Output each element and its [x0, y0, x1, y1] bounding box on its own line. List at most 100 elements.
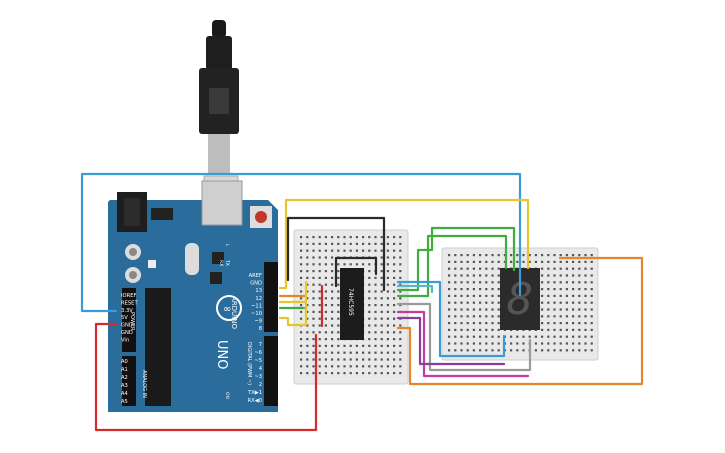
- breadboard-hole: [368, 372, 371, 375]
- breadboard-hole: [516, 335, 519, 338]
- breadboard-hole: [584, 260, 587, 263]
- breadboard-hole: [559, 342, 562, 345]
- breadboard-hole: [466, 328, 469, 331]
- board-model: UNO: [214, 340, 229, 369]
- breadboard-hole: [349, 351, 352, 354]
- breadboard-hole: [312, 283, 315, 286]
- breadboard-hole: [386, 236, 389, 239]
- breadboard-hole: [479, 328, 482, 331]
- breadboard-hole: [312, 310, 315, 313]
- breadboard-hole: [374, 372, 377, 375]
- breadboard-hole: [553, 315, 556, 318]
- breadboard-hole: [374, 236, 377, 239]
- breadboard-hole: [590, 260, 593, 263]
- breadboard-hole: [578, 254, 581, 257]
- breadboard-hole: [386, 304, 389, 307]
- breadboard-hole: [399, 324, 402, 327]
- breadboard-hole: [584, 335, 587, 338]
- breadboard-hole: [374, 304, 377, 307]
- breadboard-hole: [559, 294, 562, 297]
- breadboard-hole: [380, 304, 383, 307]
- breadboard-hole: [368, 297, 371, 300]
- breadboard-hole: [547, 308, 550, 311]
- breadboard-hole: [448, 281, 451, 284]
- breadboard-hole: [472, 260, 475, 263]
- breadboard-hole: [565, 260, 568, 263]
- breadboard-hole: [559, 315, 562, 318]
- breadboard-hole: [572, 274, 575, 277]
- breadboard-hole: [306, 270, 309, 273]
- breadboard-hole: [306, 263, 309, 266]
- pin-label: A4: [121, 391, 129, 397]
- breadboard-hole: [485, 254, 488, 257]
- breadboard-hole: [497, 308, 500, 311]
- breadboard-hole: [331, 324, 334, 327]
- breadboard-hole: [472, 308, 475, 311]
- breadboard-hole: [386, 344, 389, 347]
- breadboard-hole: [590, 315, 593, 318]
- breadboard-hole: [331, 283, 334, 286]
- breadboard-hole: [572, 301, 575, 304]
- breadboard-hole: [553, 322, 556, 325]
- breadboard-hole: [497, 322, 500, 325]
- breadboard-hole: [541, 301, 544, 304]
- breadboard-hole: [393, 236, 396, 239]
- breadboard-hole: [553, 328, 556, 331]
- breadboard-hole: [393, 310, 396, 313]
- breadboard-hole: [466, 267, 469, 270]
- breadboard-hole: [553, 308, 556, 311]
- breadboard-hole: [497, 260, 500, 263]
- breadboard-hole: [454, 254, 457, 257]
- breadboard-hole: [516, 260, 519, 263]
- breadboard-hole: [324, 338, 327, 341]
- breadboard-hole: [497, 274, 500, 277]
- breadboard-hole: [572, 328, 575, 331]
- breadboard-hole: [374, 290, 377, 293]
- breadboard-hole: [318, 270, 321, 273]
- breadboard-hole: [460, 322, 463, 325]
- breadboard-hole: [460, 294, 463, 297]
- breadboard-hole: [590, 274, 593, 277]
- breadboard-hole: [380, 256, 383, 259]
- breadboard-hole: [460, 315, 463, 318]
- breadboard-hole: [466, 294, 469, 297]
- breadboard-hole: [386, 297, 389, 300]
- breadboard-hole: [337, 276, 340, 279]
- wire-yellow-gnd: [278, 198, 530, 290]
- pin-label: ~3: [254, 374, 262, 380]
- breadboard-hole: [572, 349, 575, 352]
- breadboard-hole: [331, 317, 334, 320]
- breadboard-hole: [460, 328, 463, 331]
- breadboard-hole: [454, 301, 457, 304]
- breadboard-hole: [393, 358, 396, 361]
- breadboard-hole: [374, 365, 377, 368]
- breadboard-hole: [368, 324, 371, 327]
- breadboard-hole: [380, 290, 383, 293]
- breadboard-hole: [578, 315, 581, 318]
- breadboard-hole: [547, 260, 550, 263]
- breadboard-hole: [399, 338, 402, 341]
- breadboard-hole: [343, 344, 346, 347]
- breadboard-hole: [306, 351, 309, 354]
- breadboard-hole: [337, 358, 340, 361]
- breadboard-hole: [516, 349, 519, 352]
- breadboard-hole: [584, 315, 587, 318]
- breadboard-hole: [491, 342, 494, 345]
- breadboard-hole: [559, 328, 562, 331]
- breadboard-hole: [312, 304, 315, 307]
- pin-label: A2: [121, 375, 128, 381]
- breadboard-hole: [368, 344, 371, 347]
- breadboard-hole: [559, 301, 562, 304]
- breadboard-hole: [553, 260, 556, 263]
- breadboard-hole: [324, 310, 327, 313]
- breadboard-hole: [300, 270, 303, 273]
- breadboard-hole: [306, 338, 309, 341]
- breadboard-hole: [312, 276, 315, 279]
- pin-label: GND: [121, 323, 133, 329]
- breadboard-hole: [578, 308, 581, 311]
- on-label: ON: [224, 392, 230, 399]
- breadboard-hole: [300, 372, 303, 375]
- breadboard-hole: [590, 301, 593, 304]
- breadboard-hole: [510, 349, 513, 352]
